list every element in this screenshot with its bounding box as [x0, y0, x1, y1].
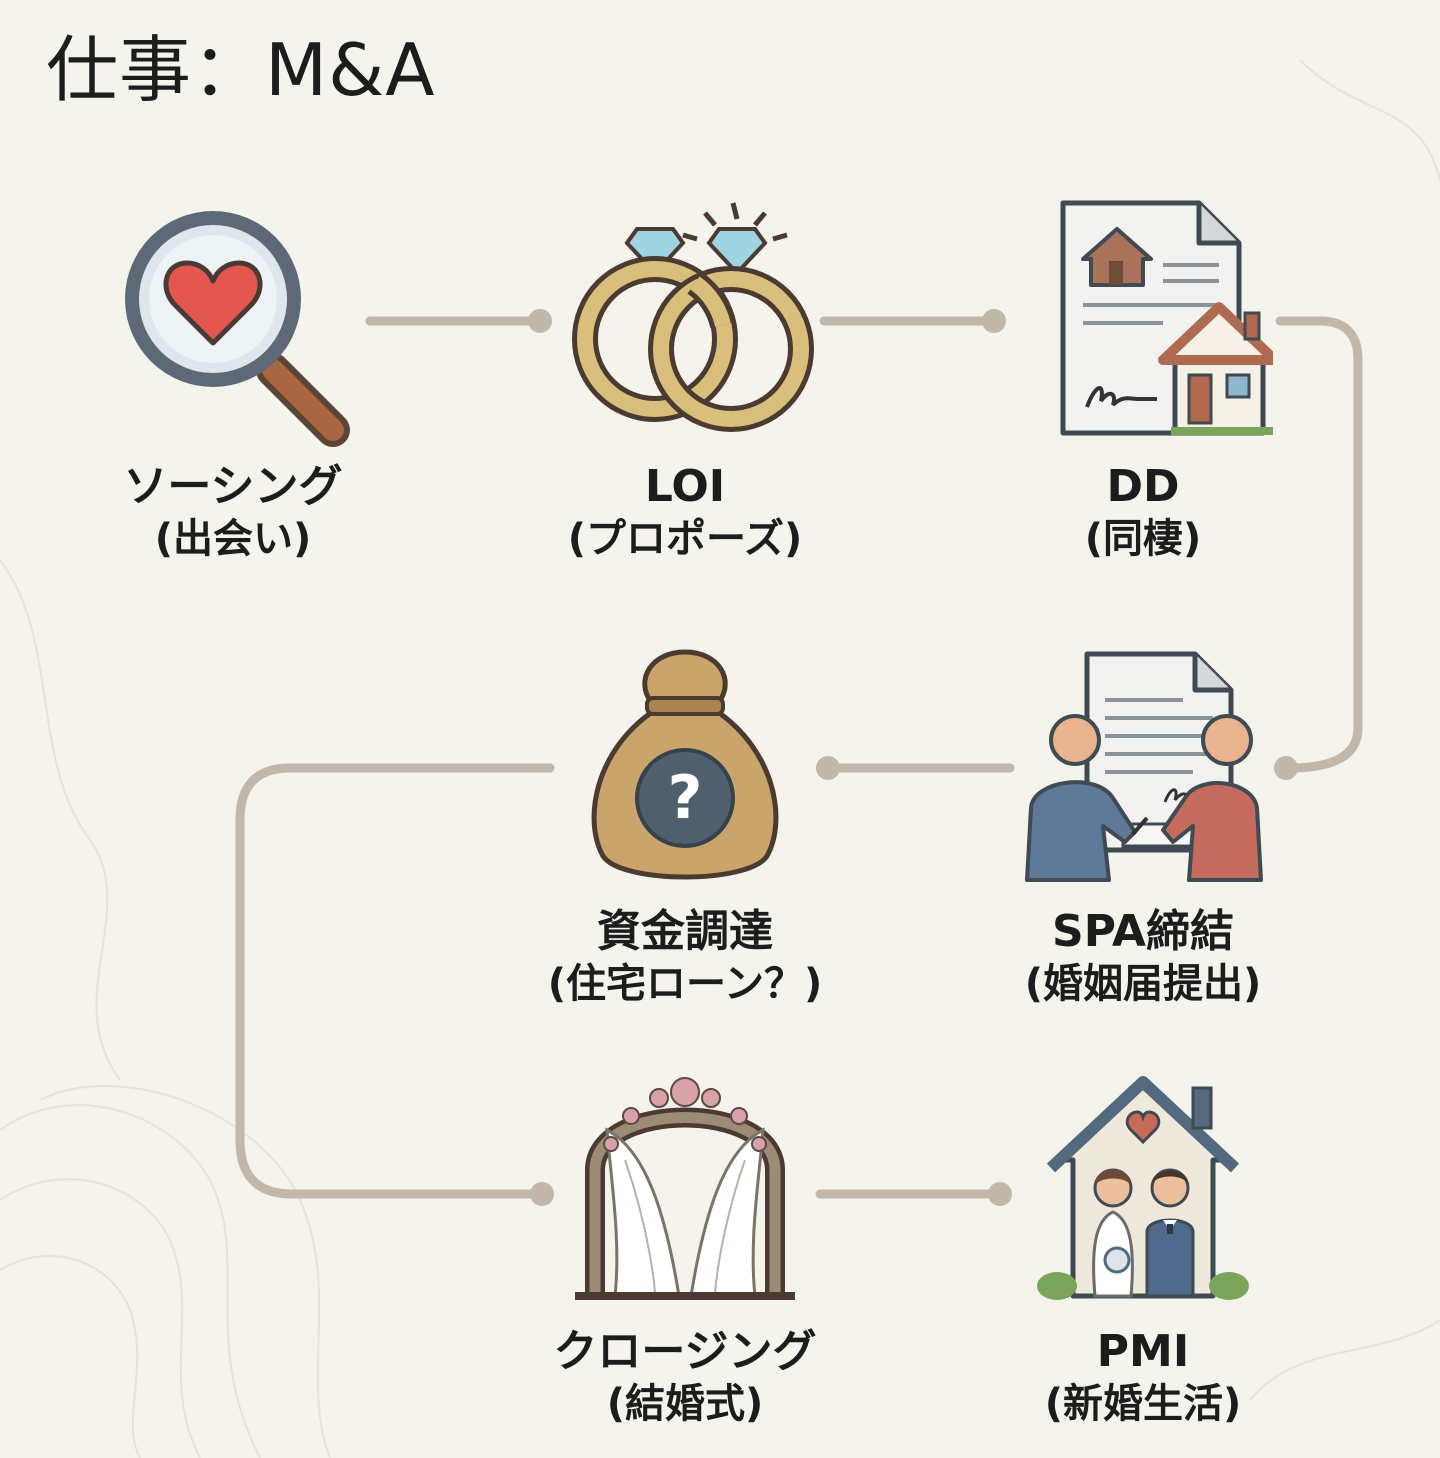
step-name: PMI [1096, 1326, 1190, 1377]
step-subtitle: (新婚生活) [1044, 1380, 1242, 1427]
step-dd: DD (同棲) [978, 195, 1308, 564]
step-subtitle: (住宅ローン？) [547, 960, 823, 1007]
step-name: DD [1106, 461, 1180, 512]
step-name: ソーシング [123, 461, 343, 512]
step-subtitle: (同棲) [1084, 515, 1202, 562]
wedding-arch-icon [575, 1077, 795, 1300]
step-subtitle: (プロポーズ) [567, 515, 803, 562]
wedding-rings-icon [572, 202, 814, 432]
step-loi: LOI (プロポーズ) [520, 195, 850, 564]
step-pmi: PMI (新婚生活) [978, 1060, 1308, 1429]
step-subtitle: (出会い) [154, 515, 312, 562]
svg-text:?: ? [668, 763, 703, 833]
step-name: SPA締結 [1052, 906, 1234, 957]
step-sourcing: ソーシング (出会い) [68, 195, 398, 564]
step-name: クロージング [553, 1326, 817, 1377]
page-title: 仕事：M&A [46, 28, 436, 112]
money-bag-question-icon: ? [591, 649, 779, 880]
connector-dd-spa [1275, 316, 1363, 773]
step-spa: SPA締結 (婚姻届提出) [978, 640, 1308, 1009]
step-funding: ? 資金調達 (住宅ローン？) [520, 640, 850, 1009]
connector-funding-closing [235, 763, 555, 1199]
step-subtitle: (結婚式) [606, 1380, 764, 1427]
step-name: 資金調達 [597, 906, 773, 957]
contract-signing-icon [1025, 651, 1263, 882]
step-name: LOI [644, 461, 726, 512]
house-document-icon [1060, 200, 1273, 436]
step-subtitle: (婚姻届提出) [1024, 960, 1262, 1007]
magnifier-heart-icon [125, 211, 350, 447]
step-closing: クロージング (結婚式) [520, 1060, 850, 1429]
newlyweds-house-icon [1037, 1076, 1249, 1300]
